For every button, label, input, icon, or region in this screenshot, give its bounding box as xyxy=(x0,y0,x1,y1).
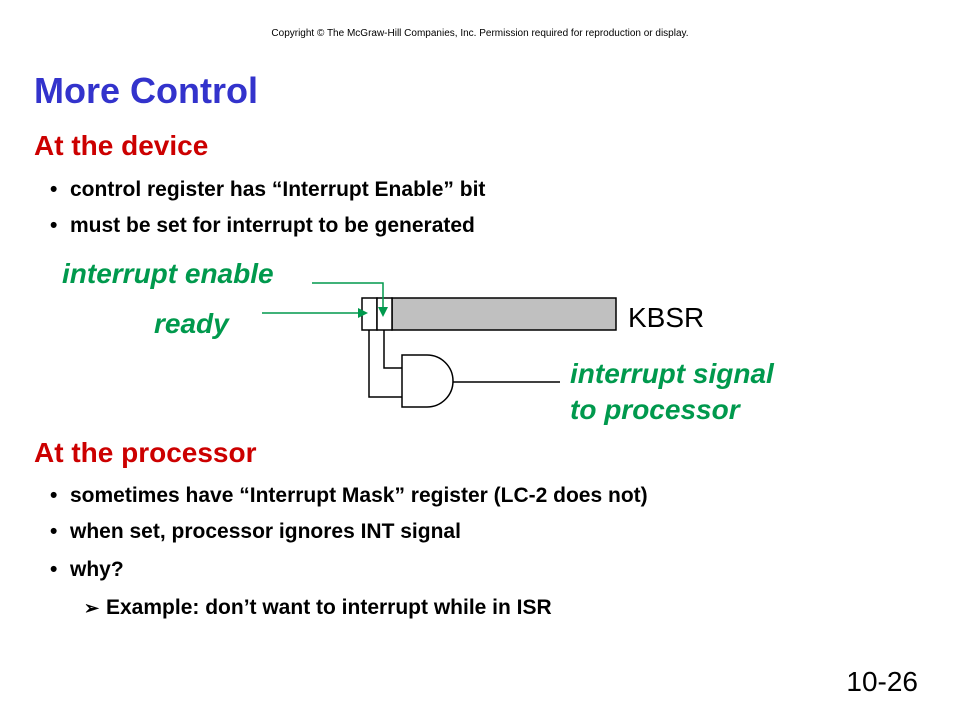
and-gate xyxy=(401,354,454,408)
interrupt-signal-label: interrupt signal xyxy=(570,358,775,389)
device-heading: At the device xyxy=(34,130,209,161)
interrupt-enable-label: interrupt enable xyxy=(62,258,274,289)
interrupt-enable-arrow xyxy=(312,282,388,317)
bullet-dot: • xyxy=(50,558,58,581)
device-bullet-2-text: must be set for interrupt to be generate… xyxy=(70,214,475,237)
kbsr-label: KBSR xyxy=(628,302,704,333)
bullet-dot: • xyxy=(50,214,58,237)
processor-bullet-3: • why? xyxy=(50,558,124,582)
device-bullet-1: • control register has “Interrupt Enable”… xyxy=(50,178,485,202)
enable-wire xyxy=(383,330,402,369)
processor-bullet-2-text: when set, processor ignores INT signal xyxy=(70,520,461,543)
arrow-bullet-icon: ➢ xyxy=(84,598,100,618)
bullet-dot: • xyxy=(50,178,58,201)
processor-bullet-1-text: sometimes have “Interrupt Mask” register… xyxy=(70,484,648,507)
slide-number: 10-26 xyxy=(846,666,918,697)
to-processor-label: to processor xyxy=(570,394,742,425)
ready-wire xyxy=(368,330,402,398)
kbsr-register-body xyxy=(391,297,617,331)
processor-bullet-3-text: why? xyxy=(70,558,124,581)
copyright-notice: Copyright © The McGraw-Hill Companies, I… xyxy=(271,28,689,39)
processor-sub-bullet: ➢ Example: don’t want to interrupt while … xyxy=(84,596,552,620)
bullet-dot: • xyxy=(50,520,58,543)
slide-title: More Control xyxy=(34,70,258,111)
ready-bit-cell xyxy=(361,297,378,331)
processor-bullet-1: • sometimes have “Interrupt Mask” registe… xyxy=(50,484,648,508)
processor-heading: At the processor xyxy=(34,437,257,468)
interrupt-enable-bit-cell xyxy=(376,297,393,331)
ready-label: ready xyxy=(154,308,230,339)
device-bullet-2: • must be set for interrupt to be generat… xyxy=(50,214,475,238)
processor-bullet-2: • when set, processor ignores INT signal xyxy=(50,520,461,544)
processor-sub-bullet-text: Example: don’t want to interrupt while i… xyxy=(106,596,552,619)
bullet-dot: • xyxy=(50,484,58,507)
device-bullet-1-text: control register has “Interrupt Enable” … xyxy=(70,178,486,201)
